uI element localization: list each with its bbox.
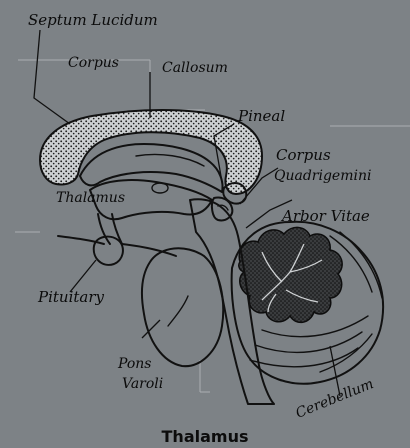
- label-arbor-vitae: Arbor Vitae: [280, 207, 370, 225]
- label-pituitary: Pituitary: [37, 288, 105, 306]
- label-septum-lucidum: Septum Lucidum: [28, 11, 158, 29]
- figure-caption: Thalamus: [162, 427, 249, 446]
- label-thalamus: Thalamus: [56, 190, 125, 206]
- massa-intermedia: [152, 183, 168, 193]
- label-pineal: Pineal: [237, 107, 285, 125]
- arbor-vitae: [239, 227, 342, 322]
- label-corpus-quadrigemini-2: Quadrigemini: [274, 168, 371, 184]
- pons-varoli: [142, 248, 223, 366]
- scan-guide-lines: [15, 60, 410, 392]
- label-corpus-callosum-1: Corpus: [68, 55, 119, 71]
- label-corpus-callosum-2: Callosum: [162, 60, 228, 76]
- label-pons-varoli-1: Pons: [117, 356, 151, 372]
- pituitary-gland: [58, 214, 176, 265]
- label-corpus-quadrigemini-1: Corpus: [276, 146, 331, 164]
- label-pons-varoli-2: Varoli: [122, 376, 163, 392]
